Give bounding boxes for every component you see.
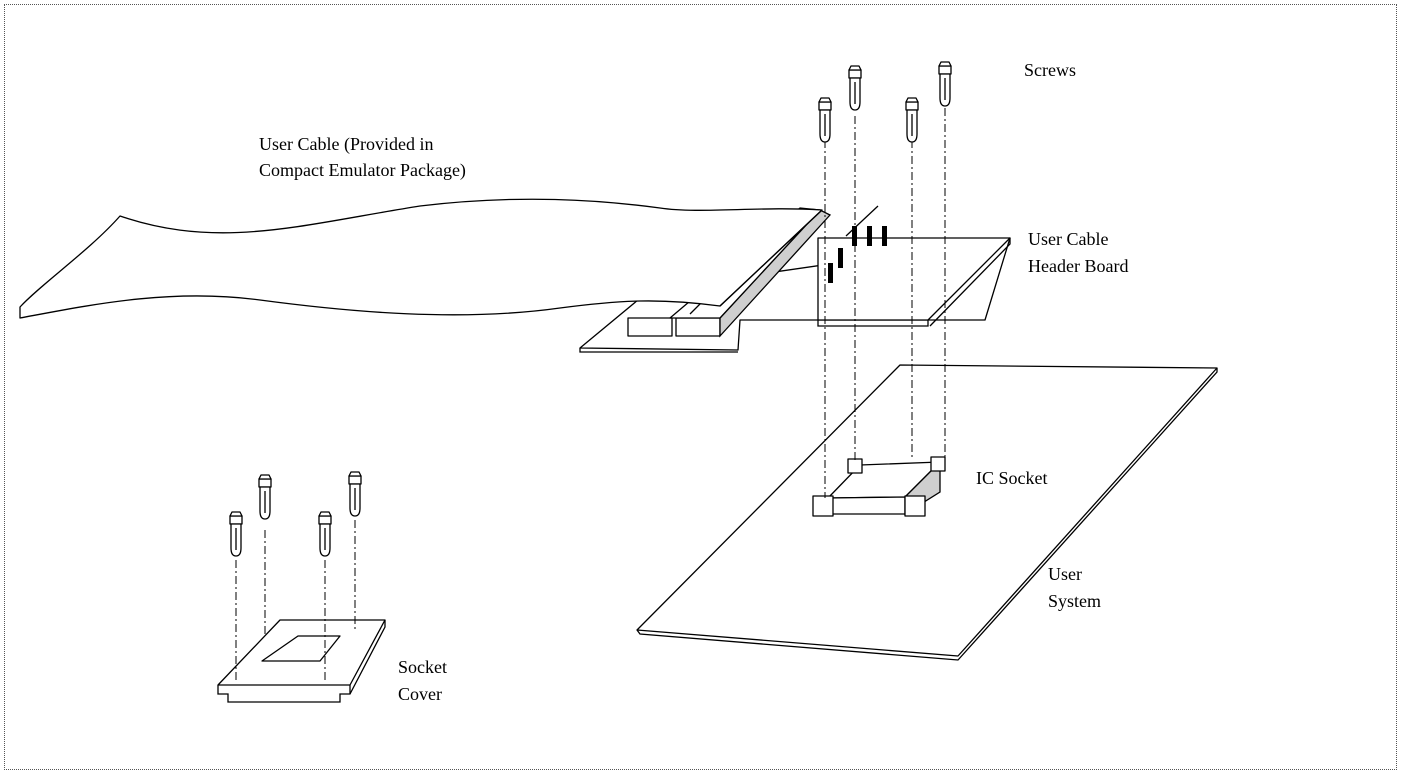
screw-icon	[258, 474, 272, 520]
label-user-cable-line1: User Cable (Provided in	[259, 134, 433, 155]
screw-icon	[818, 97, 832, 143]
label-user-system-line1: User	[1048, 564, 1082, 584]
socket-cover	[217, 619, 386, 703]
label-header-board-line2: Header Board	[1028, 256, 1128, 276]
screw-icon	[905, 97, 919, 143]
label-user-cable-line2: Compact Emulator Package)	[259, 160, 466, 181]
user-system-board	[636, 364, 1218, 661]
screw-icon	[348, 471, 362, 517]
screw-icon	[938, 61, 952, 107]
alignment-lines-cover	[235, 520, 356, 682]
label-socket-cover-line1: Socket	[398, 657, 447, 677]
label-header-board-line1: User Cable	[1028, 229, 1108, 249]
label-ic-socket: IC Socket	[976, 468, 1048, 488]
screws-top	[818, 61, 952, 143]
screw-icon	[318, 511, 332, 557]
label-user-system-line2: System	[1048, 591, 1101, 611]
screw-icon	[848, 65, 862, 111]
screw-icon	[229, 511, 243, 557]
user-cable-ribbon	[19, 198, 823, 319]
label-screws: Screws	[1024, 60, 1076, 80]
screws-cover	[229, 471, 362, 557]
alignment-lines-top	[824, 108, 946, 498]
figure-frame	[4, 4, 1397, 770]
label-socket-cover-line2: Cover	[398, 684, 442, 704]
ic-socket	[812, 456, 946, 517]
